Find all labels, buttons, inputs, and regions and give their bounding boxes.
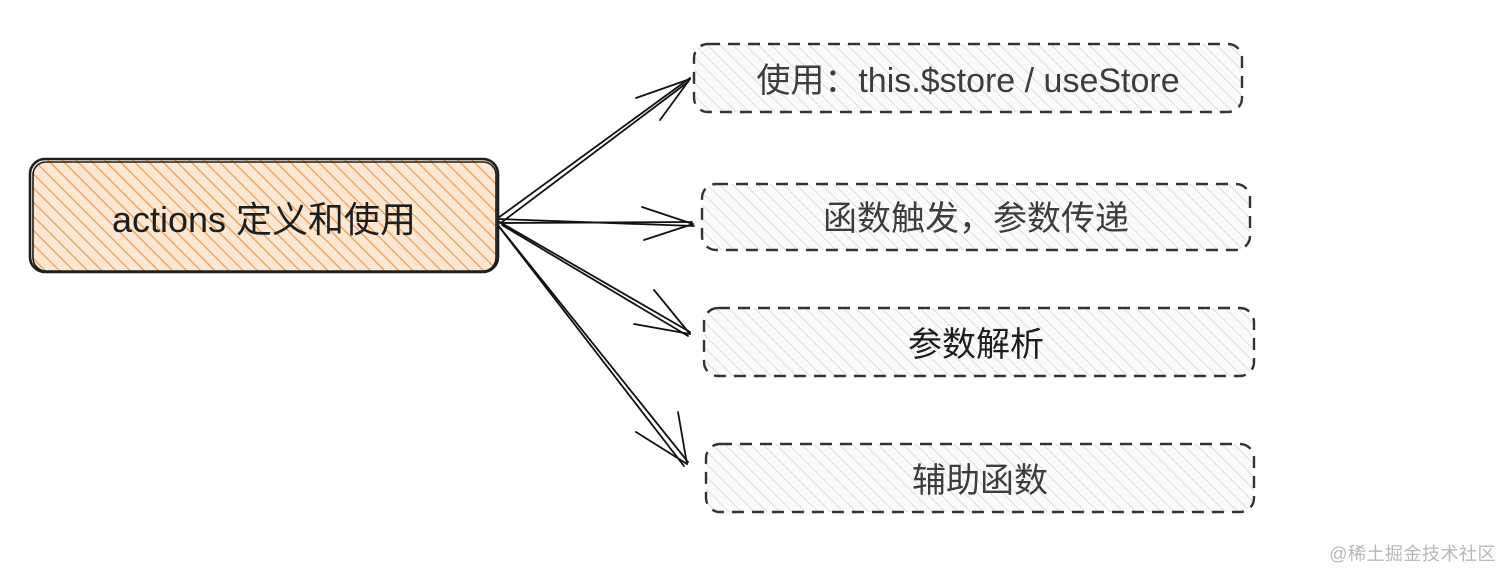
child-node-3[interactable]: 参数解析 <box>702 306 1256 378</box>
child-node-1[interactable]: 使用：this.$store / useStore <box>692 42 1244 114</box>
arrow-to-child-3 <box>497 220 691 337</box>
child-node-2[interactable]: 函数触发，参数传递 <box>700 182 1252 252</box>
arrow-to-child-1 <box>497 77 691 223</box>
child-node-1-label: 使用：this.$store / useStore <box>756 62 1179 100</box>
child-node-3-label: 参数解析 <box>908 326 1044 364</box>
arrow-to-child-2 <box>497 206 695 241</box>
child-node-4[interactable]: 辅助函数 <box>704 442 1256 514</box>
root-node-label: actions 定义和使用 <box>112 199 416 240</box>
arrow-to-child-4 <box>496 223 689 467</box>
connector-arrows <box>496 77 695 467</box>
root-node[interactable]: actions 定义和使用 <box>28 157 500 274</box>
watermark: @稀土掘金技术社区 <box>1329 544 1496 564</box>
child-node-4-label: 辅助函数 <box>912 462 1048 500</box>
child-node-2-label: 函数触发，参数传递 <box>823 200 1129 238</box>
